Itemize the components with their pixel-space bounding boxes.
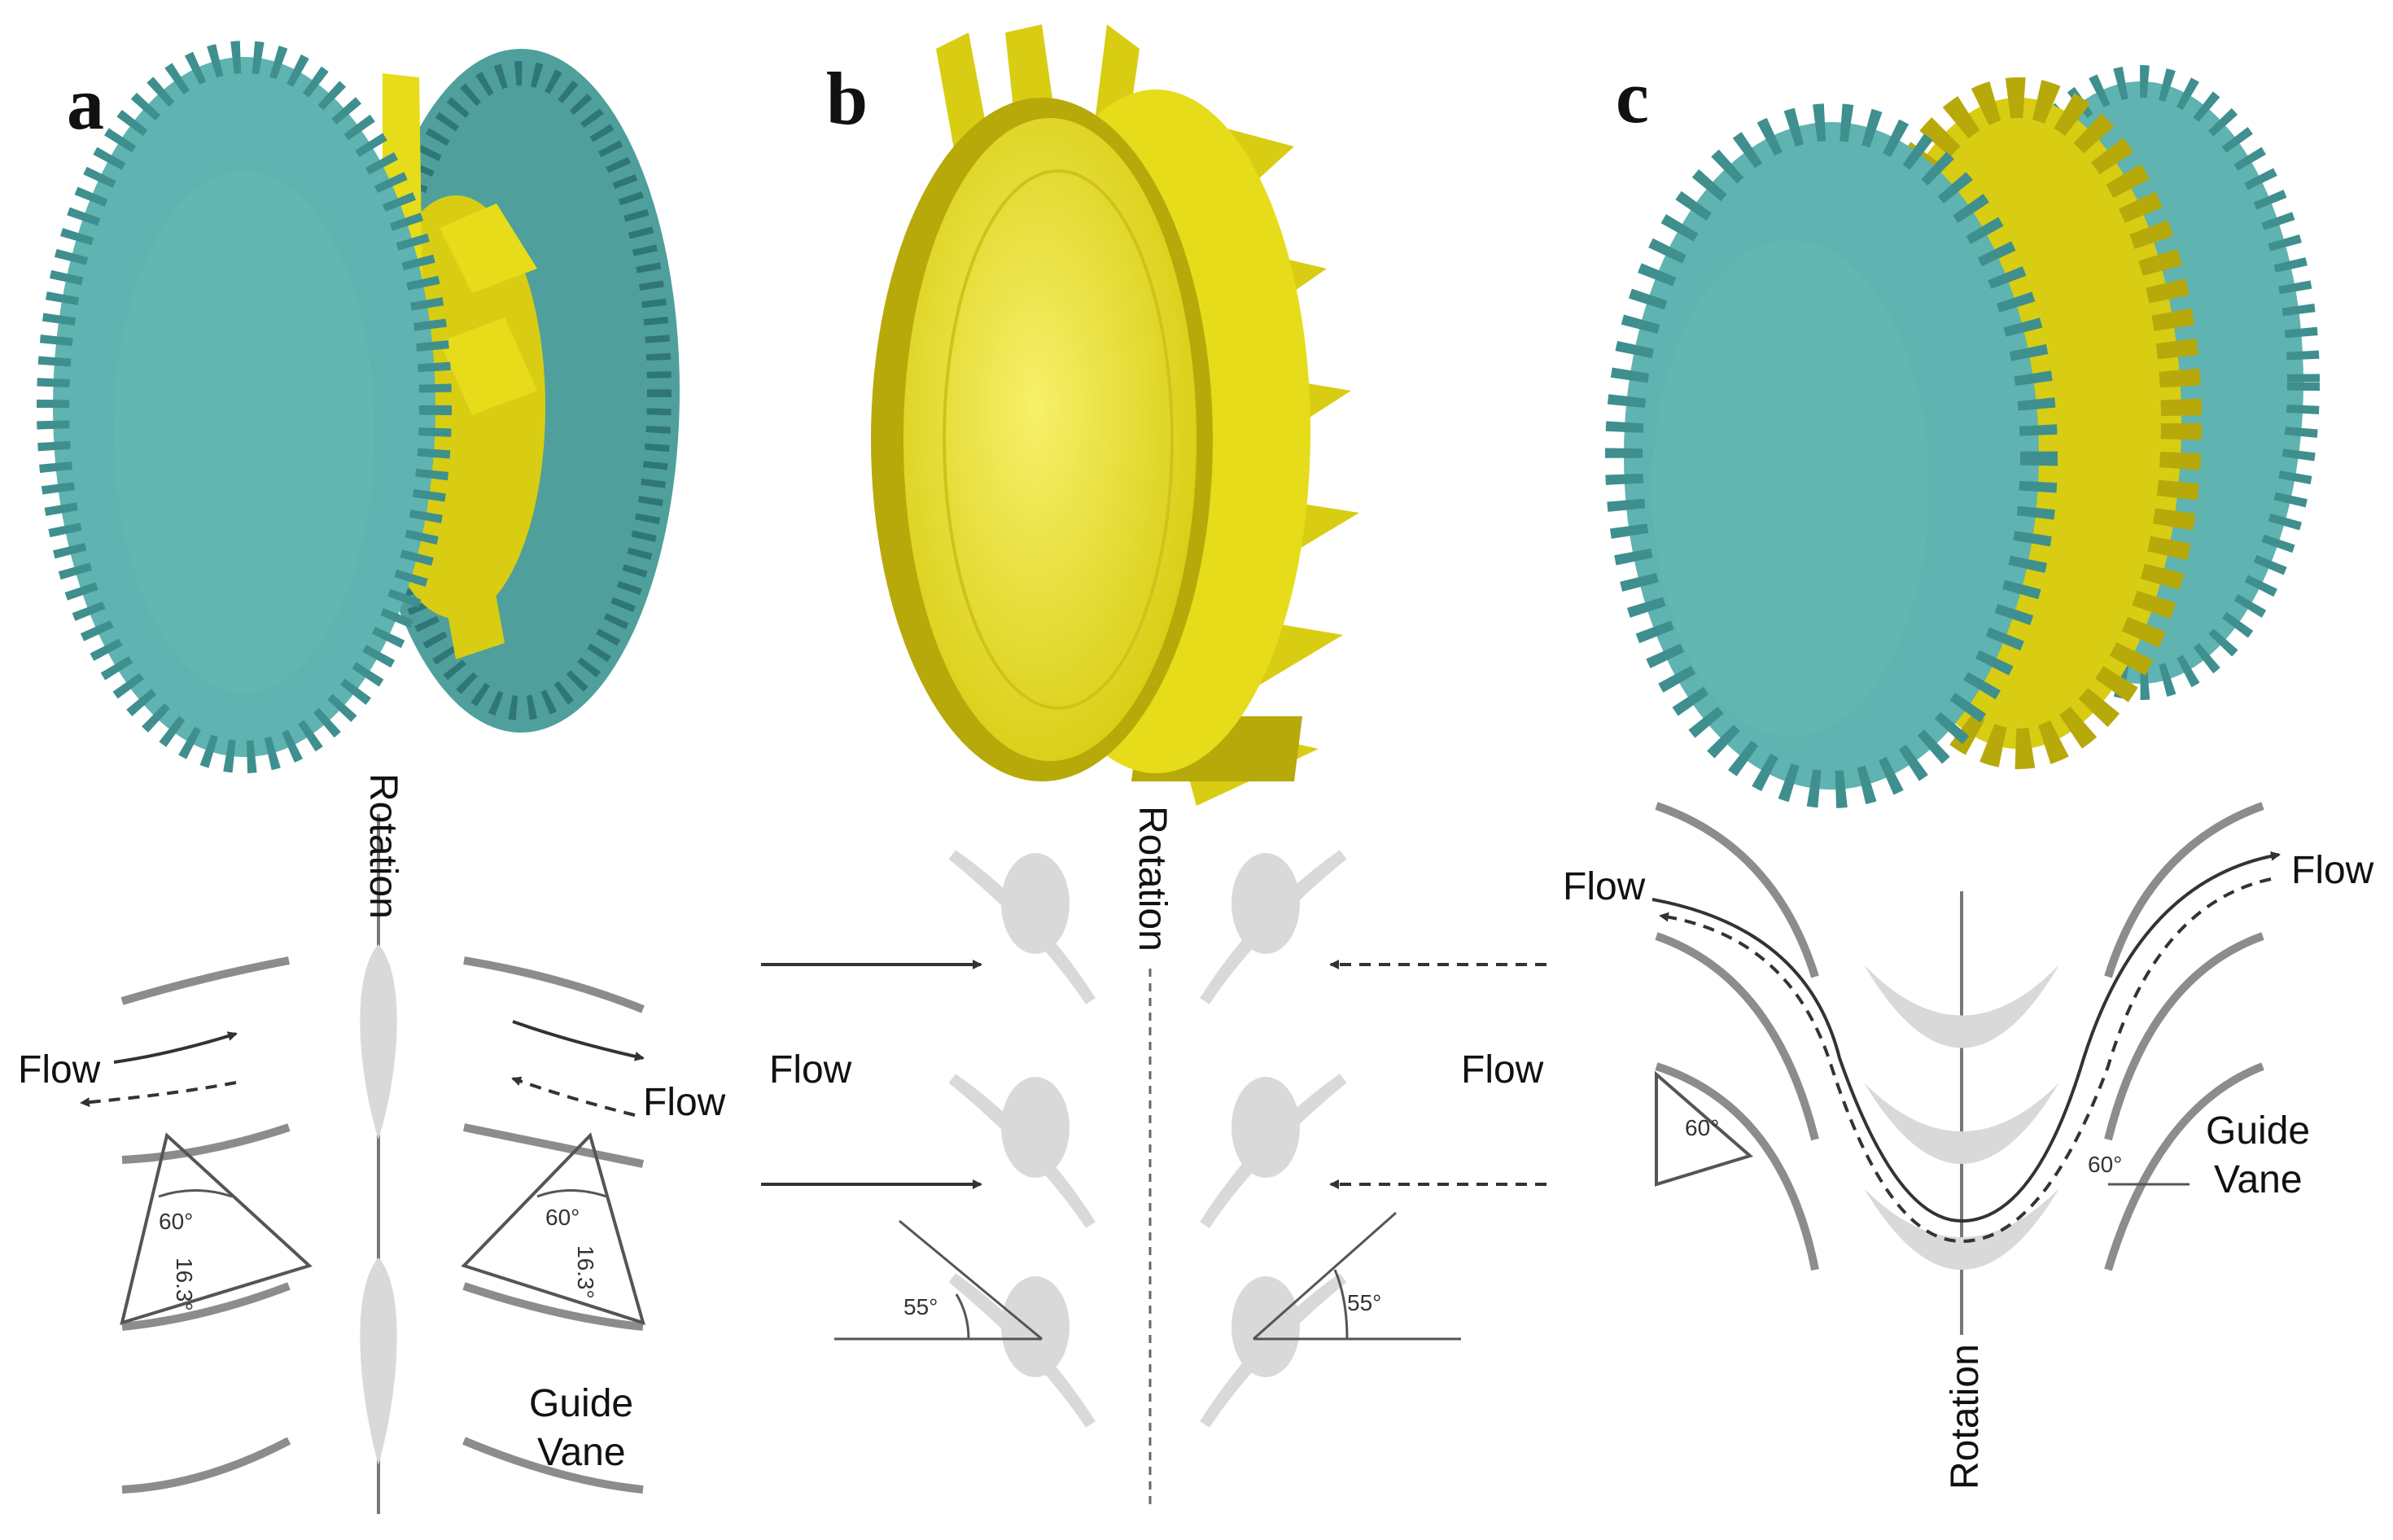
panel-a-guide-vane-line2: Vane (537, 1431, 626, 1474)
panel-b-angle-left: 55° (903, 1294, 938, 1319)
panel-a-letter: a (67, 62, 104, 145)
panel-c-guide-vane-left-3 (1655, 1062, 1819, 1271)
panel-c-guide-vane-line2: Vane (2214, 1158, 2303, 1201)
panel-c-angle-triangle-left (1655, 1070, 1754, 1187)
panel-c-angle-right: 60° (2088, 1152, 2122, 1177)
panel-a-flow-arrow-left-dashed (80, 1081, 237, 1108)
panel-a-guide-vane-left-2 (121, 1123, 291, 1164)
panel-c-turbine-illustration (1605, 65, 2320, 808)
panel-a-guide-vane-left-1 (120, 956, 290, 1005)
panel-a-guide-vane-right-4 (462, 1437, 644, 1494)
panel-a-flow-arrow-left-solid (113, 1031, 238, 1064)
panel-a-flow-arrow-right-solid (512, 1020, 645, 1061)
panel-c-guide-vane-left-1 (1655, 802, 1819, 978)
panel-a-angle-right-2: 16.3° (573, 1245, 598, 1299)
panel-c-flow-path-solid (1651, 851, 2281, 1223)
panel-b-flow-left-label: Flow (769, 1048, 852, 1092)
panel-c-guide-vane-right-1 (2104, 802, 2264, 978)
panel-c-angle-left: 60° (1685, 1115, 1719, 1140)
panel-c-guide-vane-right-2 (2104, 932, 2264, 1141)
panel-a-angle-right-1: 60° (545, 1205, 580, 1230)
panel-b-angle-line-left (899, 1219, 1043, 1341)
panel-b-rotation-label: Rotation (1131, 806, 1174, 952)
panel-a-angle-left-2: 16.3° (172, 1258, 197, 1311)
panel-b-angle-line-right (1253, 1211, 1397, 1341)
panel-c: c Rotation Flow Flow (1563, 55, 2374, 1490)
panel-a-flow-right-label: Flow (643, 1081, 726, 1124)
panel-a-blade-top (360, 944, 397, 1140)
panel-b-angle-right: 55° (1347, 1290, 1381, 1315)
panel-b-turbine-illustration (871, 24, 1359, 806)
panel-a-blade-bottom (360, 1258, 397, 1465)
panel-c-blades (1864, 965, 2059, 1270)
panel-a-rotation-label: Rotation (361, 773, 405, 919)
panel-b-letter: b (826, 57, 868, 140)
panel-b: b Rotation (761, 24, 1546, 1506)
panel-c-letter: c (1616, 55, 1649, 138)
panel-c-flow-right-label: Flow (2291, 849, 2374, 892)
panel-c-flow-path-dashed (1659, 877, 2272, 1244)
panel-c-guide-vane-line1: Guide (2206, 1109, 2310, 1153)
panel-a-turbine-illustration (37, 41, 680, 773)
panel-a-guide-vane-right-2 (462, 1123, 644, 1168)
panel-b-flow-right-label: Flow (1461, 1048, 1544, 1092)
panel-a-guide-vane-right-3 (462, 1282, 644, 1331)
panel-a-flow-left-label: Flow (18, 1048, 101, 1092)
panel-a-guide-vane-line1: Guide (529, 1382, 633, 1425)
panel-c-guide-vane-left-2 (1655, 932, 1819, 1141)
panel-c-rotation-label: Rotation (1944, 1344, 1987, 1490)
panel-a-flow-arrow-right-dashed (511, 1076, 636, 1117)
panel-b-blades-left (948, 850, 1096, 1428)
panel-c-flow-left-label: Flow (1563, 865, 1646, 908)
panel-a-guide-vane-left-4 (121, 1437, 291, 1494)
panel-a: a Rotation (18, 41, 726, 1514)
panel-a-guide-vane-left-3 (121, 1282, 291, 1331)
panel-a-guide-vane-right-1 (463, 956, 645, 1013)
panel-c-guide-vane-right-3 (2104, 1062, 2264, 1271)
panel-a-angle-left-1: 60° (159, 1209, 193, 1234)
